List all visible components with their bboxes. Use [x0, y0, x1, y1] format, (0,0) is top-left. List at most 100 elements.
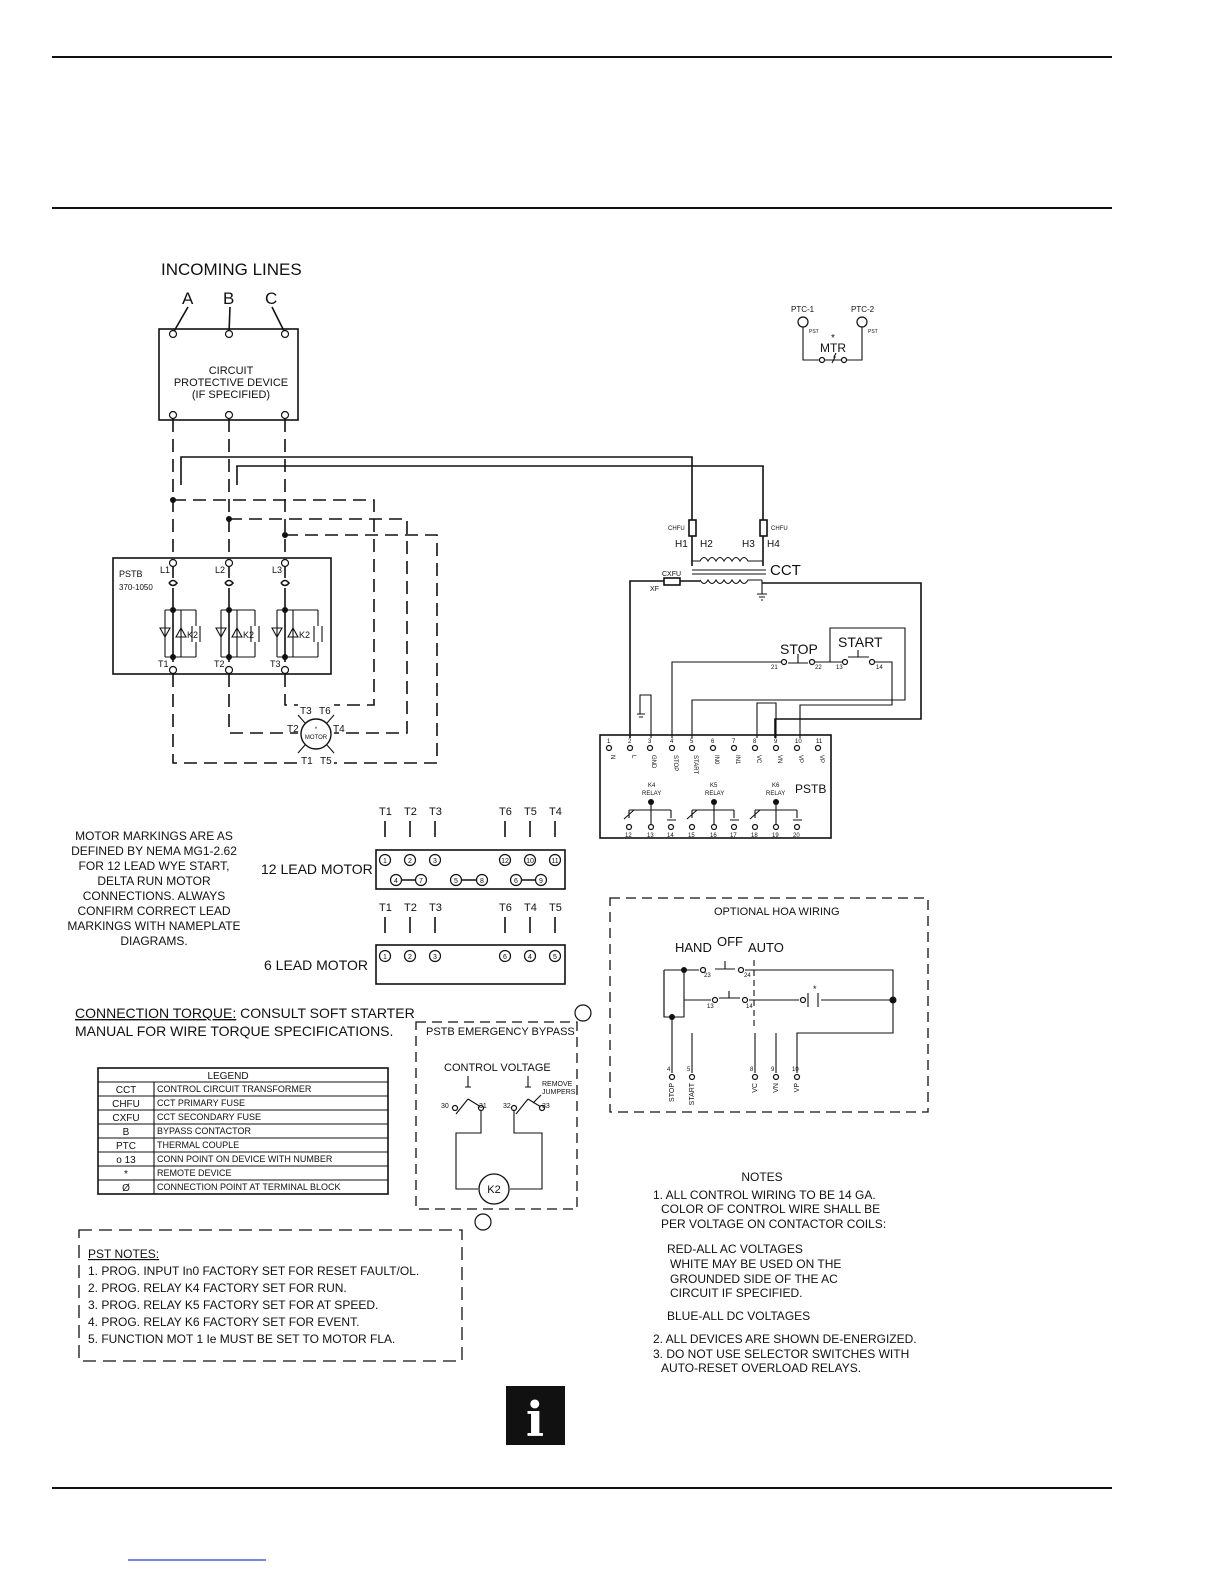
- hoa-13: 13: [707, 1004, 714, 1010]
- legend-symbol: o 13: [116, 1155, 136, 1166]
- terminal-label: N: [609, 755, 615, 759]
- terminal-point: [793, 744, 801, 752]
- terminal-label: VP: [818, 755, 824, 763]
- bypass-32: 32: [503, 1103, 511, 1110]
- motor-t4: T4: [333, 724, 345, 735]
- svg-text:3. PROG. RELAY K5 FACTORY SET: 3. PROG. RELAY K5 FACTORY SET FOR AT SPE…: [88, 1298, 378, 1312]
- lead12-num: 3: [433, 858, 437, 865]
- terminal-point: [772, 744, 780, 752]
- twelve-lead-title: 12 LEAD MOTOR: [261, 861, 373, 877]
- k6-sub: RELAY: [766, 791, 785, 797]
- terminal-point: [626, 744, 634, 752]
- relay-terminal-num: 13: [647, 833, 654, 839]
- svg-text:AUTO-RESET OVERLOAD RELAYS.: AUTO-RESET OVERLOAD RELAYS.: [661, 1361, 861, 1375]
- terminal-label: VC: [755, 755, 761, 764]
- cct-label: CCT: [770, 562, 801, 579]
- terminal-num: 7: [732, 739, 736, 745]
- lead6-num: 4: [528, 954, 532, 961]
- cct-secondary-coil: [699, 578, 762, 585]
- lead12-terminal: [548, 853, 562, 867]
- terminal-point: [751, 744, 759, 752]
- lead12-link-num: 7: [419, 878, 423, 885]
- info-icon: i: [506, 1386, 565, 1448]
- svg-text:PER VOLTAGE ON CONTACTOR COILS: PER VOLTAGE ON CONTACTOR COILS:: [661, 1217, 886, 1231]
- lead12-top-label: T1: [379, 806, 392, 818]
- legend-description: CONTROL CIRCUIT TRANSFORMER: [157, 1084, 312, 1094]
- stop-22: 22: [815, 665, 822, 671]
- terminal-label: IN1: [734, 755, 740, 765]
- relay-k6: K6 RELAY: [749, 783, 802, 826]
- h2-label: H2: [700, 539, 713, 550]
- bypass-box: [415, 1021, 578, 1210]
- motor-t5: T5: [320, 756, 332, 767]
- lead6-terminal: [523, 949, 537, 963]
- lead12-link-terminal: [414, 873, 428, 887]
- hoa-box: [609, 897, 929, 1113]
- lead12-num: 10: [526, 858, 534, 865]
- motor-t1: T1: [301, 756, 313, 767]
- lead6-terminal: [548, 949, 562, 963]
- terminal-num: 6: [711, 739, 715, 745]
- incoming-lines-title: INCOMING LINES: [161, 260, 302, 279]
- lead6-num: 3: [433, 954, 437, 961]
- lead12-link-num: 6: [514, 878, 518, 885]
- lead6-terminal: [403, 949, 417, 963]
- terminal-point: [646, 744, 654, 752]
- terminal-point: [709, 744, 717, 752]
- relay-k5: K5 RELAY: [686, 783, 739, 826]
- stop-21: 21: [771, 665, 778, 671]
- lead12-num: 11: [551, 858, 558, 865]
- terminal-label: L: [630, 755, 636, 759]
- lead12-terminal: [378, 853, 392, 867]
- remove-jumpers-1: REMOVE: [542, 1081, 573, 1088]
- h4-label: H4: [767, 539, 780, 550]
- terminal-num: 8: [753, 739, 757, 745]
- hoa-terminal-label: VP: [794, 1083, 801, 1093]
- terminal-label: IN0: [713, 755, 719, 765]
- hoa-star: *: [813, 984, 817, 994]
- terminal-num: 9: [774, 739, 778, 745]
- lead12-terminal: [498, 853, 512, 867]
- terminal-point: [814, 744, 822, 752]
- mtr-label: MTR: [820, 341, 846, 355]
- chfu-fuse-2: [759, 519, 768, 537]
- relay-terminal-num: 20: [793, 833, 800, 839]
- svg-text:CIRCUIT IF SPECIFIED.: CIRCUIT IF SPECIFIED.: [670, 1286, 802, 1300]
- terminal-point: [605, 744, 613, 752]
- svg-text:FOR 12 LEAD WYE START,: FOR 12 LEAD WYE START,: [79, 859, 230, 873]
- motor-t6: T6: [319, 706, 331, 717]
- pst-notes-title: PST NOTES:: [88, 1247, 159, 1261]
- relay-terminal-point: [772, 823, 780, 831]
- lead12-link-num: 4: [394, 878, 398, 885]
- hoa-terminal-num: 4: [667, 1067, 671, 1073]
- lead6-top-label: T3: [429, 902, 442, 914]
- hoa-terminal-point: [668, 1073, 676, 1081]
- lead12-terminal: [403, 853, 417, 867]
- legend-symbol: CHFU: [112, 1099, 140, 1110]
- bypass-31: 31: [479, 1103, 487, 1110]
- start-13: 13: [836, 665, 843, 671]
- pstb-left-model: 370-1050: [119, 583, 153, 592]
- bypass-marker-top: [574, 1004, 592, 1022]
- terminal-point: [688, 744, 696, 752]
- t1-label: T1: [158, 659, 169, 669]
- svg-text:DIAGRAMS.: DIAGRAMS.: [120, 934, 187, 948]
- svg-text:RED-ALL AC VOLTAGES: RED-ALL AC VOLTAGES: [667, 1242, 803, 1256]
- l1-label: L1: [160, 565, 170, 575]
- phase-a-label: A: [182, 289, 194, 308]
- start-label: START: [838, 634, 883, 650]
- svg-text:DEFINED BY NEMA MG1-2.62: DEFINED BY NEMA MG1-2.62: [71, 844, 237, 858]
- start-14: 14: [876, 665, 883, 671]
- lead12-link-num: 5: [454, 878, 458, 885]
- lead6-terminal: [378, 949, 392, 963]
- legend-symbol: *: [124, 1169, 128, 1180]
- lead12-num: 1: [383, 858, 387, 865]
- pstb-left-name: PSTB: [119, 569, 143, 579]
- lead6-top-label: T4: [524, 902, 537, 914]
- relay-terminal-num: 16: [710, 833, 717, 839]
- hoa-title: OPTIONAL HOA WIRING: [714, 906, 840, 918]
- lead12-terminal: [428, 853, 442, 867]
- k4-label: K4: [648, 783, 656, 789]
- svg-text:MOTOR MARKINGS ARE AS: MOTOR MARKINGS ARE AS: [75, 829, 233, 843]
